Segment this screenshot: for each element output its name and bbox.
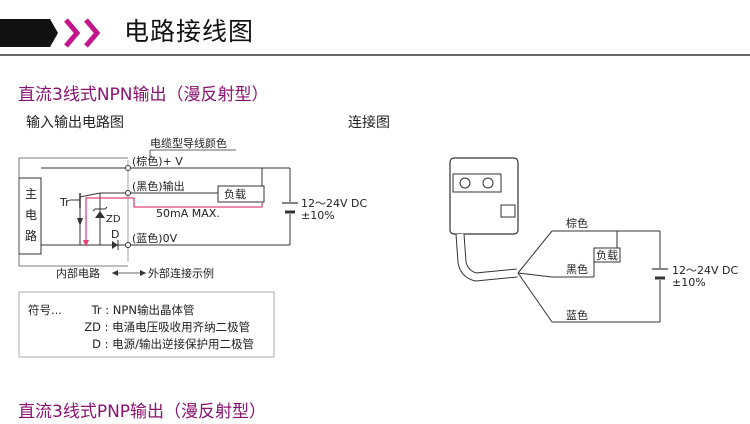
wire-black-label: (黑色)输出 [132,179,185,193]
page-title: 电路接线图 [124,17,255,46]
main-circuit-char: 主 [25,187,37,201]
transistor-collector [79,192,101,198]
wiring-brown [517,230,553,274]
zd-label: ZD [106,214,121,225]
main-circuit-char: 路 [25,228,37,243]
header-graphic [0,18,750,56]
current-flow-path [85,197,263,245]
legend-description: : 电涌电压吸收用齐纳二极管 [104,320,251,334]
wiring-black-label: 黑色 [566,262,588,276]
legend-prefix: 符号... [28,303,62,317]
internal-circuit-label: 内部电路 [56,266,100,280]
wire-blue-label: (蓝色)0V [132,231,178,245]
legend-box [18,291,275,358]
arrow-left-icon [112,270,118,276]
legend-row: D : 电源/输出逆接保护用二极管 [28,336,254,352]
diode-symbol [112,241,118,249]
emitter-arrow [77,218,83,226]
sensor-body [449,157,519,235]
wiring-load-label: 负载 [596,248,618,262]
wiring-supply-tolerance: ±10% [672,276,706,289]
arrow-right-icon [140,270,146,276]
wiring-black [517,272,553,278]
legend-description: : 电源/输出逆接保护用二极管 [104,337,255,351]
circuit-diagram-label: 输入输出电路图 [26,115,124,131]
legend-symbol: Tr [91,303,102,317]
d-label: D [111,228,119,241]
external-connection-label: 外部连接示例 [148,266,214,280]
load-label: 负载 [224,187,246,201]
load-box [217,185,265,203]
internal-circuit-boundary [18,157,128,267]
zener-bar [92,206,108,212]
chevron-right-icon [84,18,101,48]
terminal [125,190,131,196]
cable-color-note: 电缆型导线颜色 [150,136,227,150]
wiring-supply-voltage: 12～24V DC [672,264,738,277]
chevron-right-icon [64,18,81,48]
zener-diode-symbol [95,211,105,218]
wire-brown-label: (棕色)+ V [132,154,183,168]
wiring-diagram-label: 连接图 [348,115,390,131]
legend-symbol: D [92,337,101,351]
wiring-blue-label: 蓝色 [566,308,588,322]
legend-description: : NPN输出晶体管 [105,303,195,317]
receiver-lens [482,177,494,189]
wiring-load-box [593,247,621,263]
current-label: 50mA MAX. [156,207,220,220]
legend-row: ZD : 电涌电压吸收用齐纳二极管 [28,319,250,335]
legend-symbol: ZD [84,320,101,334]
emitter-lens [459,177,471,189]
supply-tolerance: ±10% [301,209,335,222]
supply-voltage: 12～24V DC [301,197,367,210]
legend-row: 符号... Tr : NPN输出晶体管 [28,302,194,318]
sensor-tab [500,204,516,218]
section-title: 直流3线式NPN输出（漫反射型） [18,85,269,105]
tr-label: Tr [59,196,70,209]
wiring-blue [517,272,553,323]
header-bar [0,19,58,47]
current-flow-arrow [83,240,89,247]
terminal [125,242,131,248]
main-circuit-char: 电 [25,208,37,222]
section-title: 直流3线式PNP输出（漫反射型） [18,402,267,422]
sensor-cable-inner [456,233,518,281]
terminal [125,165,131,171]
wiring-brown-label: 棕色 [566,216,588,230]
